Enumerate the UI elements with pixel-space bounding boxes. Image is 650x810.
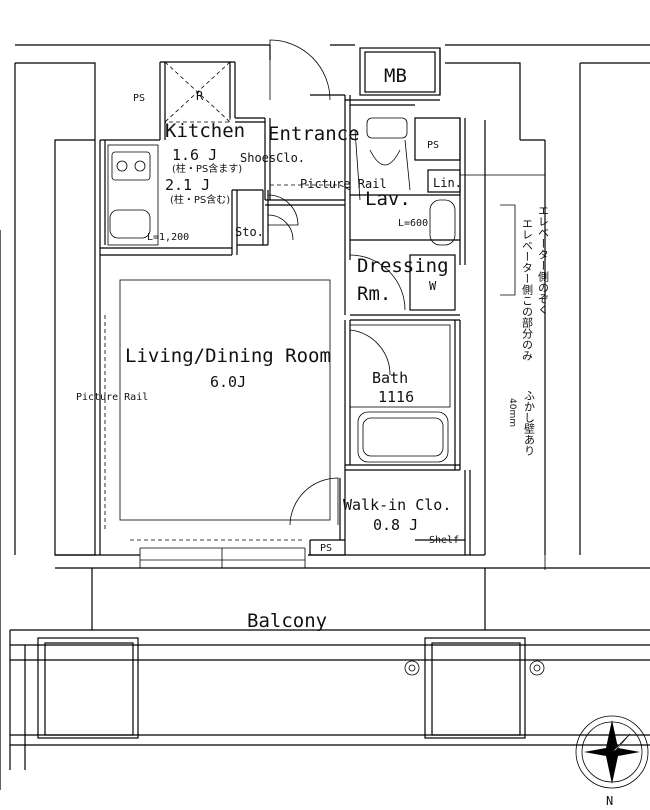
living-room-label: Living/Dining Room [125, 345, 331, 367]
kitchen-label: Kitchen [165, 120, 245, 142]
dressing-label-1: Dressing [357, 255, 449, 277]
compass-icon [575, 715, 649, 789]
refrigerator-label: R [196, 89, 204, 103]
living-room-lines [104, 184, 351, 568]
kitchen-area-1: 1.6 J [172, 146, 217, 164]
living-area-label: 6.0J [210, 373, 246, 391]
compass-north-label: N [606, 794, 613, 808]
elevator-note-2: エレベーター側この部分のみ [521, 218, 534, 361]
bath-fixtures [349, 117, 461, 463]
elevator-note-4: 40mm [507, 398, 517, 427]
shelf-label: Shelf [429, 535, 459, 546]
ps-top-left-label: PS [133, 93, 145, 104]
kitchen-area-2: 2.1 J [165, 176, 210, 194]
bath-size-label: 1116 [378, 388, 414, 406]
elevator-note-1: エレベーター側のぞく [537, 205, 550, 315]
ps-top-right-label: PS [427, 140, 439, 151]
ps-bottom-label: PS [320, 543, 332, 554]
linen-label: Lin. [433, 176, 462, 190]
elevator-note-3: ふかし壁あり [523, 390, 536, 456]
washer-label: W [429, 279, 437, 293]
lav-length-label: L=600 [398, 218, 428, 229]
walkin-area-label: 0.8 J [373, 516, 418, 534]
balcony [9, 568, 650, 770]
kitchen-note-1: (柱・PS含ます) [172, 162, 242, 175]
entrance-label: Entrance [268, 123, 360, 145]
sink-length-label: L=1,200 [147, 232, 189, 243]
kitchen-fixtures [107, 61, 231, 249]
bath-label: Bath [372, 369, 408, 387]
walkin-closet-label: Walk-in Clo. [343, 496, 451, 514]
balcony-label: Balcony [247, 610, 327, 632]
dressing-label-2: Rm. [357, 283, 391, 305]
shoes-closet-label: ShoesClo. [240, 151, 305, 165]
lavatory-label: Lav. [365, 188, 411, 210]
picture-rail-left-label: Picture Rail [76, 392, 148, 403]
building-outline [0, 44, 650, 790]
note-leaders [460, 174, 546, 570]
kitchen-note-2: (柱・PS含む) [170, 193, 230, 206]
storage-label: Sto. [235, 225, 264, 239]
picture-rail-top-label: Picture Rail [300, 177, 387, 191]
doors [267, 39, 411, 526]
meter-box-label: MB [384, 65, 407, 87]
